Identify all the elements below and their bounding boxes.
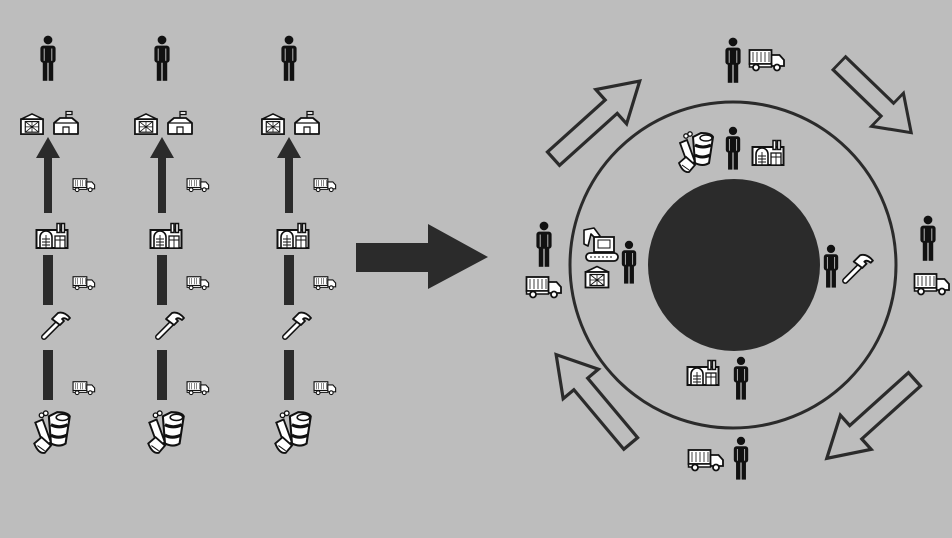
center-disc — [648, 179, 820, 351]
store-icon — [20, 113, 44, 135]
truck-icon — [313, 276, 337, 291]
up-arrow — [150, 137, 174, 213]
truck-icon — [72, 178, 96, 193]
person-icon — [40, 35, 56, 81]
factory-icon — [276, 222, 310, 249]
flow-bar — [43, 255, 53, 305]
person-icon — [725, 126, 741, 170]
raw-materials-icon — [273, 409, 313, 455]
person-icon — [281, 35, 297, 81]
factory-icon — [751, 139, 785, 166]
flow-bar — [43, 350, 53, 400]
person-icon — [733, 356, 749, 400]
linear-chain — [134, 35, 210, 455]
person-icon — [621, 240, 637, 284]
person-icon — [536, 221, 552, 267]
truck-icon — [186, 178, 210, 193]
hammer-icon — [285, 313, 311, 337]
linear-economy — [20, 35, 337, 455]
cycle-arrow — [809, 360, 932, 478]
excavator-icon — [583, 227, 619, 262]
cycle-arrow — [536, 338, 650, 460]
linear-chain — [261, 35, 337, 455]
raw-materials-icon — [677, 130, 715, 174]
store-icon — [584, 265, 610, 289]
up-arrow — [277, 137, 301, 213]
house-icon — [167, 110, 193, 135]
person-icon — [725, 37, 741, 83]
truck-icon — [913, 273, 950, 296]
transition-arrow — [356, 224, 488, 289]
cycle-ring — [568, 100, 898, 430]
truck-icon — [72, 381, 96, 396]
store-icon — [134, 113, 158, 135]
person-icon — [733, 436, 749, 480]
truck-icon — [72, 276, 96, 291]
truck-icon — [748, 49, 785, 72]
cycle-arrow — [821, 45, 929, 151]
truck-icon — [525, 276, 562, 299]
truck-icon — [313, 178, 337, 193]
house-icon — [53, 110, 79, 135]
person-icon — [920, 215, 936, 261]
hammer-icon — [158, 313, 184, 337]
factory-icon — [149, 222, 183, 249]
person-icon — [154, 35, 170, 81]
hammer-icon — [845, 255, 873, 281]
raw-materials-icon — [32, 409, 72, 455]
store-icon — [261, 113, 285, 135]
flow-bar — [284, 350, 294, 400]
flow-bar — [284, 255, 294, 305]
hammer-icon — [44, 313, 70, 337]
flow-bar — [157, 255, 167, 305]
truck-icon — [313, 381, 337, 396]
factory-icon — [35, 222, 69, 249]
person-icon — [823, 244, 839, 288]
factory-icon — [686, 359, 720, 386]
flow-bar — [157, 350, 167, 400]
circular-economy — [525, 37, 950, 480]
up-arrow — [36, 137, 60, 213]
truck-icon — [186, 381, 210, 396]
cycle-arrow — [536, 62, 657, 178]
house-icon — [294, 110, 320, 135]
truck-icon — [186, 276, 210, 291]
linear-chain — [20, 35, 96, 455]
truck-icon — [687, 449, 724, 472]
raw-materials-icon — [146, 409, 186, 455]
